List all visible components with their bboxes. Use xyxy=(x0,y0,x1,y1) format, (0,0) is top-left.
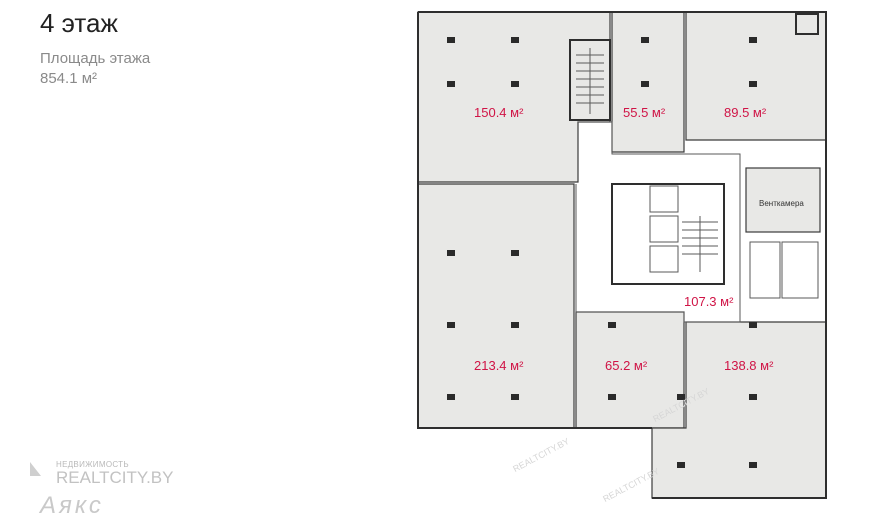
room-area-label: 89.5 м² xyxy=(724,105,767,120)
wc-block xyxy=(749,241,781,299)
room-area-label: 107.3 м² xyxy=(684,294,734,309)
watermark-logo: Аякс xyxy=(40,492,104,519)
elevator-1 xyxy=(649,185,679,213)
floor-title: 4 этаж xyxy=(40,8,118,38)
outer-wall xyxy=(417,11,827,499)
vent-room-label: Венткамера xyxy=(759,199,804,208)
watermark-top: НЕДВИЖИМОСТЬ xyxy=(56,460,129,469)
stair-top xyxy=(569,39,611,121)
floor-area-label: Площадь этажа xyxy=(40,50,151,67)
realtcity-logo-icon xyxy=(30,462,41,476)
room-area-label: 65.2 м² xyxy=(605,358,648,373)
floor-area-value: 854.1 м² xyxy=(40,70,98,87)
corridor-outline xyxy=(575,121,741,323)
watermark-main: REALTCITY.BY xyxy=(56,468,174,487)
room-area-label: 150.4 м² xyxy=(474,105,524,120)
corner-shaft xyxy=(795,13,819,35)
room-area-label: 213.4 м² xyxy=(474,358,524,373)
room-213[interactable] xyxy=(417,183,575,429)
room-area-label: 138.8 м² xyxy=(724,358,774,373)
elevator-2 xyxy=(649,215,679,243)
columns xyxy=(447,37,757,468)
room-89[interactable] xyxy=(685,11,827,141)
vent-room[interactable] xyxy=(745,167,821,233)
wc-block-2 xyxy=(781,241,819,299)
elevator-3 xyxy=(649,245,679,273)
room-area-label: 55.5 м² xyxy=(623,105,666,120)
building-core xyxy=(611,183,725,285)
